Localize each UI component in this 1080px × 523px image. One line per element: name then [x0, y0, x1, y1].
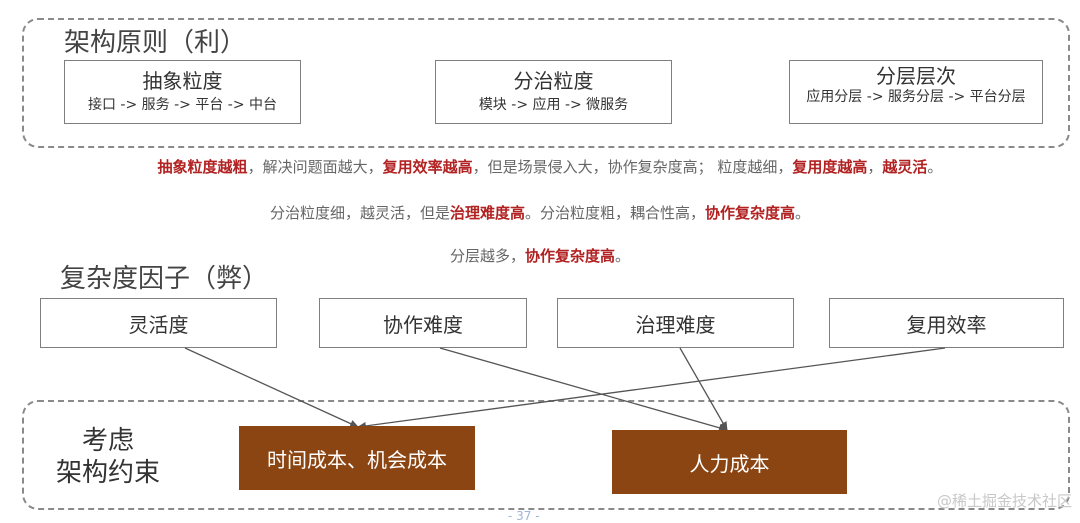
- divide-granularity-title: 分治粒度: [513, 69, 594, 93]
- constraint-label: 考虑 架构约束: [48, 425, 168, 489]
- note-segment: 越灵活: [882, 158, 928, 176]
- note-segment: 。: [615, 247, 631, 265]
- note-segment: 。: [927, 158, 943, 176]
- note-segment: 抽象粒度越粗: [157, 158, 248, 176]
- divide-granularity-box: 分治粒度 模块 -> 应用 -> 微服务: [435, 60, 672, 124]
- note-segment: ，: [867, 158, 883, 176]
- principles-title: 架构原则（利）: [64, 28, 247, 58]
- abstraction-granularity-chain: 接口 -> 服务 -> 平台 -> 中台: [87, 97, 278, 113]
- factor-governance-difficulty: 治理难度: [557, 298, 794, 348]
- note-segment: 。分治粒度粗，耦合性高，: [524, 204, 705, 222]
- layering-level-title: 分层层次: [876, 64, 956, 88]
- divide-granularity-chain: 模块 -> 应用 -> 微服务: [478, 97, 629, 113]
- human-cost-box: 人力成本: [612, 430, 847, 494]
- time-opportunity-cost-box: 时间成本、机会成本: [239, 426, 475, 490]
- note-segment: 分治粒度细，越灵活，但是: [269, 204, 450, 222]
- abstraction-granularity-title: 抽象粒度: [142, 69, 223, 93]
- abstraction-granularity-box: 抽象粒度 接口 -> 服务 -> 平台 -> 中台: [64, 60, 301, 124]
- note-segment: 协作复杂度高: [705, 204, 796, 222]
- note-segment: ，但是场景侵入大，协作复杂度高； 粒度越细，: [472, 158, 793, 176]
- note-layering: 分层越多，协作复杂度高。: [0, 245, 1080, 266]
- constraint-label-line1: 考虑: [81, 426, 134, 456]
- layering-level-box: 分层层次 应用分层 -> 服务分层 -> 平台分层: [789, 60, 1043, 124]
- layering-level-chain: 应用分层 -> 服务分层 -> 平台分层: [806, 89, 1026, 105]
- note-segment: ，解决问题面越大，: [247, 158, 383, 176]
- factor-flexibility: 灵活度: [40, 298, 277, 348]
- principles-frame: [22, 18, 1070, 148]
- note-segment: 治理难度高: [449, 204, 525, 222]
- constraints-frame: [22, 400, 1070, 510]
- watermark: @稀土掘金技术社区: [936, 492, 1072, 510]
- note-segment: 复用效率越高: [382, 158, 473, 176]
- factor-collaboration-difficulty: 协作难度: [319, 298, 527, 348]
- note-abstraction: 抽象粒度越粗，解决问题面越大，复用效率越高，但是场景侵入大，协作复杂度高； 粒度…: [0, 156, 1080, 177]
- note-divide: 分治粒度细，越灵活，但是治理难度高。分治粒度粗，耦合性高，协作复杂度高。: [0, 202, 1080, 223]
- complexity-factors-title: 复杂度因子（弊）: [60, 264, 269, 294]
- note-segment: 。: [795, 204, 811, 222]
- note-segment: 协作复杂度高: [524, 247, 615, 265]
- factor-reuse-efficiency: 复用效率: [829, 298, 1064, 348]
- note-segment: 分层越多，: [449, 247, 525, 265]
- constraint-label-line2: 架构约束: [55, 458, 160, 488]
- note-segment: 复用度越高: [792, 158, 868, 176]
- page-number: - 37 -: [508, 509, 540, 523]
